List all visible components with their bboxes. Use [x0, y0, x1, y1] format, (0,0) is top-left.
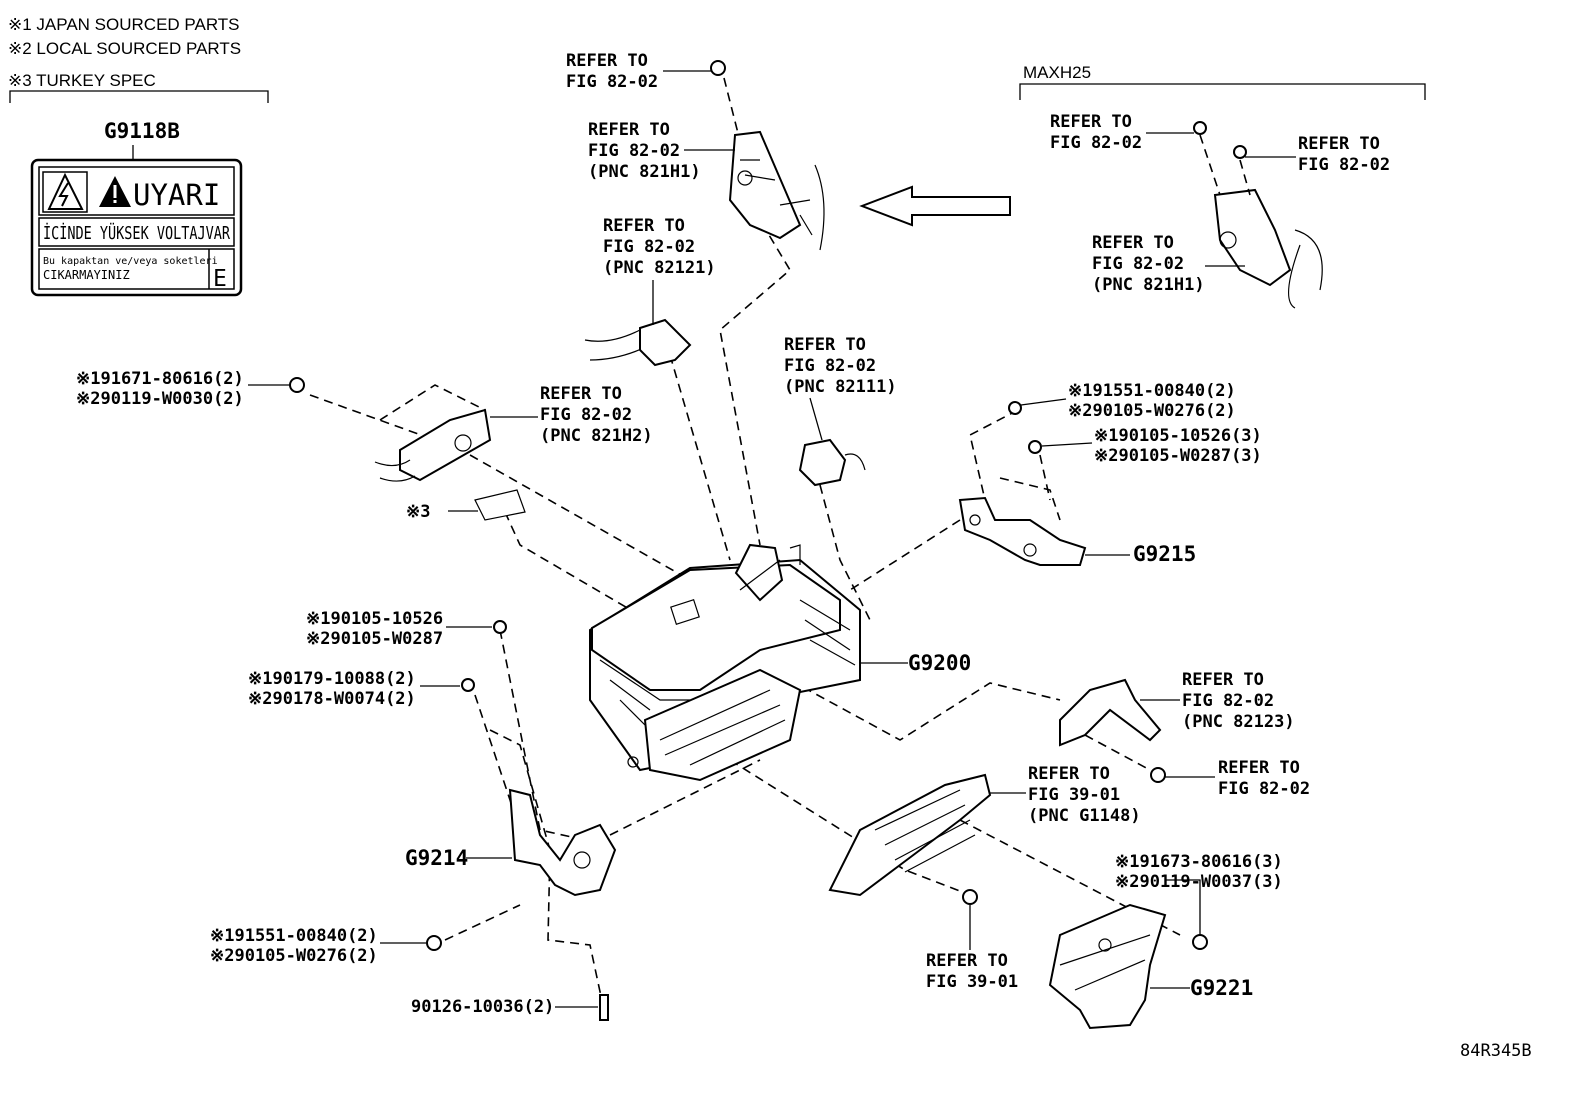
bracket-g9214	[508, 788, 617, 897]
ref-maxh-a-l2: FIG 82-02	[1050, 133, 1142, 153]
warning-title: UYARI	[133, 178, 220, 212]
part-number-91551-bottom: ※191551-00840(2)	[210, 926, 378, 946]
warning-line-2b: CIKARMAYINIZ	[43, 268, 130, 282]
ref-right-bolt-l2: FIG 82-02	[1218, 779, 1310, 799]
part-number-91671: ※191671-80616(2)	[76, 369, 244, 389]
ref-821h1-l3: (PNC 821H1)	[588, 162, 701, 182]
ref-fig-39-01-l1: REFER TO	[926, 951, 1008, 971]
ref-821h1-l2: FIG 82-02	[588, 141, 680, 161]
bolt-left-upper	[289, 377, 305, 393]
ref-g1148-l1: REFER TO	[1028, 764, 1110, 784]
bolt-g9214-a	[493, 620, 507, 634]
ref-82121-l1: REFER TO	[603, 216, 685, 236]
bolt-g9214-c	[426, 935, 442, 951]
note-turkey-spec: ※3 TURKEY SPEC	[8, 71, 156, 90]
part-number-90105-10526-3: ※190105-10526(3)	[1094, 426, 1262, 446]
ref-821h2-l1: REFER TO	[540, 384, 622, 404]
part-number-91551-top: ※191551-00840(2)	[1068, 381, 1236, 401]
bolt-lower-mid	[962, 889, 978, 905]
connector-821h2	[374, 408, 492, 482]
turkey-spec-label	[474, 489, 526, 521]
bolt-maxh-b	[1233, 145, 1247, 159]
ref-maxh-b-l2: FIG 82-02	[1298, 155, 1390, 175]
ref-82121-l2: FIG 82-02	[603, 237, 695, 257]
ref-821h1-l1: REFER TO	[588, 120, 670, 140]
cooler-g1148	[828, 773, 992, 897]
ref-821h2-l3: (PNC 821H2)	[540, 426, 653, 446]
part-number-90179: ※190179-10088(2)	[248, 669, 416, 689]
inverter-assembly	[589, 543, 861, 782]
part-number-90119-w0037: ※290119-W0037(3)	[1115, 872, 1283, 892]
ref-g1148-l2: FIG 39-01	[1028, 785, 1120, 805]
ref-maxh-a-l1: REFER TO	[1050, 112, 1132, 132]
bolt-g9221	[1192, 934, 1208, 950]
cable-connector-82121	[584, 318, 692, 367]
part-number-90105-w0276-top: ※290105-W0276(2)	[1068, 401, 1236, 421]
maxh-label: MAXH25	[1023, 63, 1091, 82]
ref-82111-l2: FIG 82-02	[784, 356, 876, 376]
part-number-90105-w0276-bottom: ※290105-W0276(2)	[210, 946, 378, 966]
part-number-90105-w0287-3: ※290105-W0287(3)	[1094, 446, 1262, 466]
arrow-left-icon	[859, 185, 1011, 227]
ref-82123-l3: (PNC 82123)	[1182, 712, 1295, 732]
warning-line-1: İCİNDE YÜKSEK VOLTAJVAR	[43, 222, 230, 244]
bolt-right-mid	[1150, 767, 1166, 783]
bolt-g9215-a	[1008, 401, 1022, 415]
bolt-g9215-b	[1028, 440, 1042, 454]
ref-right-bolt-l1: REFER TO	[1218, 758, 1300, 778]
ref-82123-l1: REFER TO	[1182, 670, 1264, 690]
bracket-g9215	[958, 496, 1087, 566]
assembly-g9214: G9214	[405, 846, 468, 870]
part-number-90178: ※290178-W0074(2)	[248, 689, 416, 709]
note-local-sourced: ※2 LOCAL SOURCED PARTS	[8, 39, 241, 58]
part-number-90105-w0287: ※290105-W0287	[306, 629, 443, 649]
connector-cover-821h1	[728, 130, 825, 251]
warning-label: UYARI İCİNDE YÜKSEK VOLTAJVAR Bu kapakta…	[30, 158, 243, 297]
ref-maxh-821h1-l1: REFER TO	[1092, 233, 1174, 253]
ref-82111-l3: (PNC 82111)	[784, 377, 897, 397]
part-number-91673: ※191673-80616(3)	[1115, 852, 1283, 872]
turkey-spec-bracket	[9, 90, 269, 103]
ref-g1148-l3: (PNC G1148)	[1028, 806, 1141, 826]
cable-connector-82111	[798, 438, 866, 487]
warning-triangle-icon	[99, 176, 131, 207]
ref-fig-82-02-top-l2: FIG 82-02	[566, 72, 658, 92]
warning-letter: E	[213, 266, 227, 292]
diagram-code: 84R345B	[1460, 1041, 1532, 1061]
bracket-82123	[1059, 678, 1162, 747]
part-number-90105-10526: ※190105-10526	[306, 609, 443, 629]
ref-maxh-821h1-l3: (PNC 821H1)	[1092, 275, 1205, 295]
ref-82111-l1: REFER TO	[784, 335, 866, 355]
warning-label-part-number: G9118B	[104, 119, 180, 143]
assembly-g9200: G9200	[908, 651, 971, 675]
bolt-top-1	[710, 60, 726, 76]
bolt-maxh-a	[1193, 121, 1207, 135]
ref-maxh-b-l1: REFER TO	[1298, 134, 1380, 154]
ref-82121-l3: (PNC 82121)	[603, 258, 716, 278]
turkey-spec-marker: ※3	[406, 502, 430, 522]
assembly-g9215: G9215	[1133, 542, 1196, 566]
stud-bolt	[599, 994, 609, 1021]
assembly-g9221: G9221	[1190, 976, 1253, 1000]
part-number-90126: 90126-10036(2)	[411, 997, 554, 1017]
ref-fig-39-01-l2: FIG 39-01	[926, 972, 1018, 992]
ref-82123-l2: FIG 82-02	[1182, 691, 1274, 711]
connector-cover-maxh25	[1213, 188, 1323, 309]
ref-fig-82-02-top-l1: REFER TO	[566, 51, 648, 71]
warning-line-2a: Bu kapaktan ve/veya soketleri	[43, 256, 218, 267]
note-japan-sourced: ※1 JAPAN SOURCED PARTS	[8, 15, 240, 34]
bracket-g9221	[1048, 903, 1167, 1030]
bolt-g9214-b	[461, 678, 475, 692]
part-number-90119-w0030: ※290119-W0030(2)	[76, 389, 244, 409]
ref-821h2-l2: FIG 82-02	[540, 405, 632, 425]
ref-maxh-821h1-l2: FIG 82-02	[1092, 254, 1184, 274]
maxh-bracket	[1019, 83, 1426, 100]
